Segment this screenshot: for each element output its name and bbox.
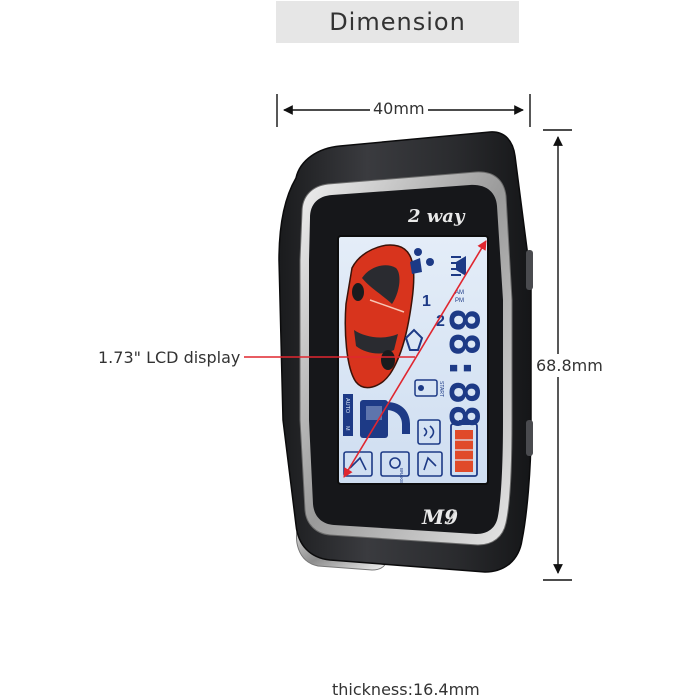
model-text: M9 [421,505,458,529]
model-swoosh [446,509,457,525]
auto-indicator: AUTO M [343,394,353,436]
lcd-screen: AM PM 1 2 88:88 START AUTO M [337,235,489,485]
svg-text:START: START [438,381,444,397]
thickness-label: thickness:16.4mm [332,680,480,699]
side-button-lower [526,420,533,456]
svg-text:AUTO: AUTO [344,398,350,414]
svg-text:M: M [344,426,350,431]
pm-indicator: PM [455,298,464,304]
lcd-diagonal-arrow [343,240,487,478]
brake-label: BRAKE [399,468,404,483]
clock-display: 88:88 [440,308,486,428]
lcd-label: 1.73" LCD display [98,348,241,367]
page-title: Dimension [276,1,519,43]
brand-text: 2 way [407,206,466,227]
side-button-upper [526,250,533,290]
zone-one-digit: 1 [422,293,431,310]
width-label: 40mm [370,99,428,118]
height-label: 68.8mm [536,354,603,377]
